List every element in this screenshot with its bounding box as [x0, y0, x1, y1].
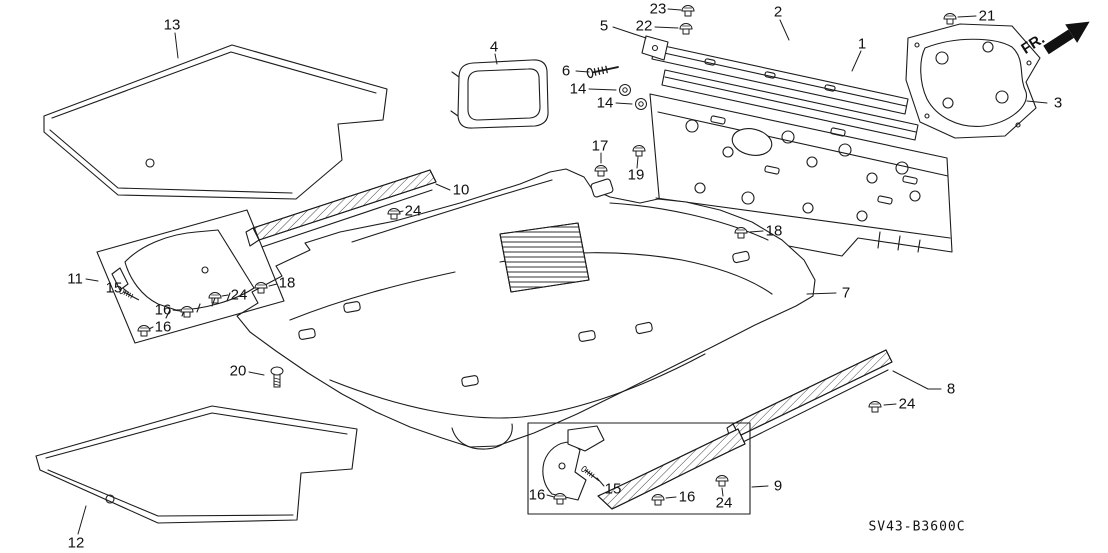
- leader-lines: [77, 8, 1048, 535]
- trim-group-9: [527, 422, 751, 515]
- part-label-16a: 16: [154, 301, 172, 319]
- part-label-18a: 18: [765, 222, 783, 240]
- part-label-11: 11: [67, 270, 83, 288]
- clip-21-icon: [943, 12, 957, 25]
- part-label-16b: 16: [154, 318, 172, 336]
- part-label-18b: 18: [278, 274, 296, 292]
- insulator-panel-3: [905, 23, 1041, 139]
- clip-16d-icon: [651, 493, 665, 506]
- clip-22-icon: [679, 22, 693, 35]
- screw-6-icon: [585, 61, 620, 79]
- part-label-24c: 24: [898, 395, 916, 413]
- part-label-1: 1: [857, 35, 867, 53]
- diagram-code: SV43-B3600C: [868, 519, 966, 535]
- nut-14a-icon: [618, 83, 632, 97]
- shelf-tray-4: [450, 59, 549, 129]
- part-label-9: 9: [773, 477, 783, 495]
- part-label-22: 22: [635, 17, 653, 35]
- part-label-10: 10: [452, 181, 470, 199]
- part-label-15a: 15: [105, 279, 123, 297]
- main-floor-mat-7: [236, 168, 816, 450]
- part-label-16d: 16: [678, 488, 696, 506]
- clip-24d-icon: [715, 474, 729, 487]
- clip-16c-icon: [553, 492, 567, 505]
- part-label-24b: 24: [230, 286, 248, 304]
- part-label-6: 6: [561, 62, 571, 80]
- clip-17-icon: [594, 164, 608, 177]
- bolt-20-icon: [270, 366, 284, 388]
- part-label-7: 7: [841, 284, 851, 302]
- side-sill-garnish-8: [726, 349, 893, 444]
- bracket-5: [641, 35, 669, 61]
- part-label-15b: 15: [604, 480, 622, 498]
- part-label-19: 19: [627, 166, 645, 184]
- part-label-23: 23: [649, 0, 667, 18]
- crossmember-1-upper: [661, 69, 919, 141]
- part-label-16c: 16: [528, 486, 546, 504]
- clip-19-icon: [632, 144, 646, 157]
- clip-24a-icon: [387, 207, 401, 220]
- part-label-24a: 24: [404, 202, 422, 220]
- floor-mat-12: [35, 405, 358, 524]
- clip-16b-icon: [137, 324, 151, 337]
- fr-arrow-icon: [1043, 21, 1090, 55]
- part-label-13: 13: [163, 16, 181, 34]
- part-label-2: 2: [773, 3, 783, 21]
- clip-23-icon: [681, 4, 695, 17]
- part-label-3: 3: [1053, 94, 1063, 112]
- part-label-24d: 24: [715, 494, 733, 512]
- part-label-20: 20: [229, 362, 247, 380]
- side-sill-garnish-10: [245, 169, 437, 248]
- part-label-14b: 14: [596, 94, 614, 112]
- part-label-21: 21: [978, 7, 996, 25]
- part-label-17: 17: [591, 137, 609, 155]
- part-label-12: 12: [67, 534, 85, 552]
- trim-group-11: [96, 209, 285, 344]
- clip-24c-icon: [868, 400, 882, 413]
- part-label-8: 8: [946, 380, 956, 398]
- part-label-5: 5: [599, 17, 609, 35]
- floor-mat-13: [43, 44, 388, 200]
- nut-14b-icon: [634, 97, 648, 111]
- part-label-14a: 14: [569, 80, 587, 98]
- part-label-4: 4: [489, 38, 499, 56]
